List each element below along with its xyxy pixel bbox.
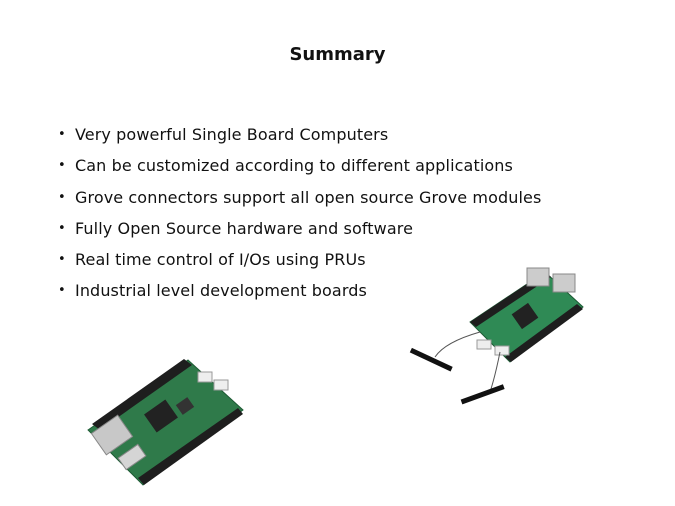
bullet-item: •Grove connectors support all open sourc… (58, 187, 542, 207)
bullet-list: •Very powerful Single Board Computers •C… (58, 125, 541, 313)
board-image-beaglebone-green (87, 359, 244, 486)
bullet-item: •Can be customized according to differen… (58, 156, 513, 176)
bullet-item: •Very powerful Single Board Computers (58, 125, 389, 144)
slide-title: Summary (289, 44, 386, 65)
bullet-item: •Industrial level development boards (58, 281, 367, 301)
bullet-item: •Real time control of I/Os using PRUs (58, 250, 366, 270)
board-image-beaglebone-green-wireless (409, 267, 584, 405)
bullet-item: •Fully Open Source hardware and software (58, 218, 414, 238)
